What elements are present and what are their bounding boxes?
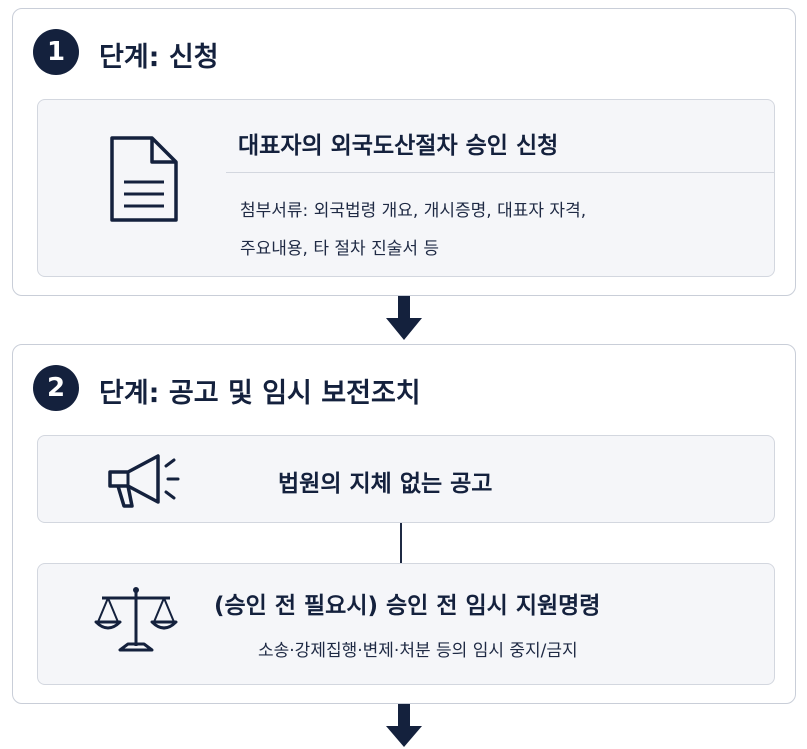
interim-order-card: (승인 전 필요시) 승인 전 임시 지원명령 소송·강제집행·변제·처분 등의… (37, 563, 775, 685)
flow-arrow-down-icon (386, 704, 422, 747)
interim-order-details: 소송·강제집행·변제·처분 등의 임시 중지/금지 (258, 641, 578, 661)
card-connector-line (400, 523, 402, 563)
announcement-card: 법원의 지체 없는 공고 (37, 435, 775, 523)
document-icon (110, 136, 178, 222)
scales-icon (94, 587, 178, 652)
step-1-badge: 1 (33, 29, 79, 75)
application-card: 대표자의 외국도산절차 승인 신청 첨부서류: 외국법령 개요, 개시증명, 대… (37, 99, 775, 277)
interim-order-card-title: (승인 전 필요시) 승인 전 임시 지원명령 (214, 593, 601, 619)
attachments-line-1: 첨부서류: 외국법령 개요, 개시증명, 대표자 자격, (240, 201, 587, 221)
step-2-panel: 2 단계: 공고 및 임시 보전조치 법원의 지체 없는 공고 (승인 전 필요… (12, 344, 796, 704)
flow-arrow-down-icon (386, 296, 422, 340)
step-1-title: 단계: 신청 (99, 42, 219, 73)
application-card-title: 대표자의 외국도산절차 승인 신청 (238, 133, 559, 159)
step-2-title: 단계: 공고 및 임시 보전조치 (99, 378, 421, 409)
step-1-panel: 1 단계: 신청 대표자의 외국도산절차 승인 신청 첨부서류: 외국법령 개요… (12, 8, 796, 296)
card-divider (226, 172, 774, 173)
megaphone-icon (108, 454, 180, 508)
attachments-line-2: 주요내용, 타 절차 진술서 등 (240, 239, 440, 259)
announcement-card-title: 법원의 지체 없는 공고 (278, 471, 493, 497)
step-2-badge: 2 (33, 365, 79, 411)
